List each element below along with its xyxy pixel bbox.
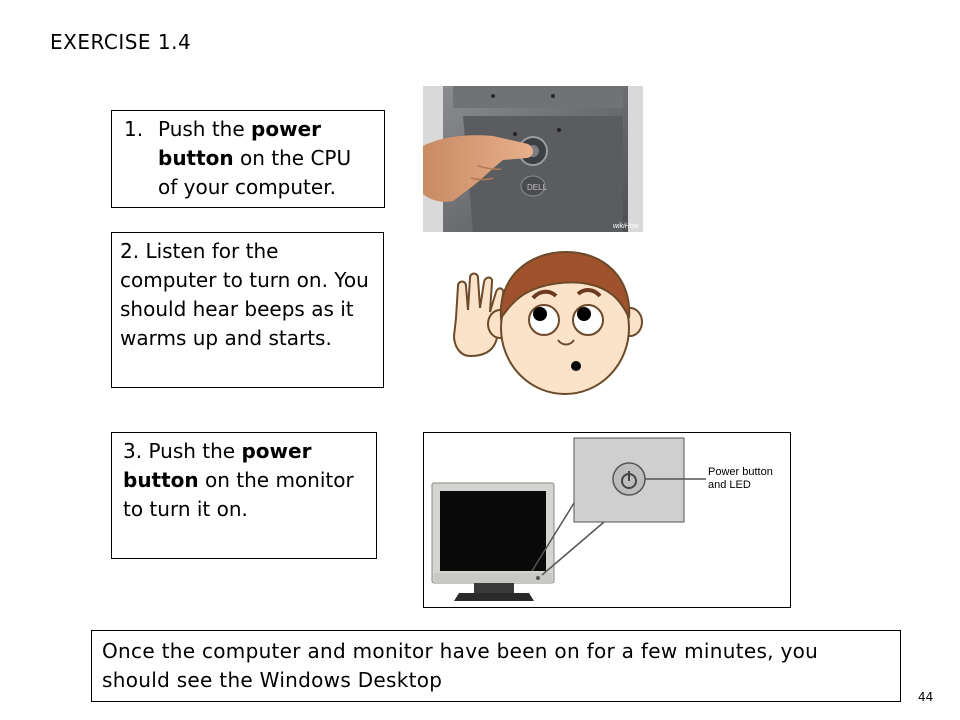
step-3-suffix: on the monitor to turn it on. [123, 468, 354, 521]
step-3-bold: power button [123, 439, 312, 492]
bottom-note-text: Once the computer and monitor have been … [102, 639, 819, 692]
step-2-text: 2. Listen for the computer to turn on. Y… [120, 239, 369, 350]
step-1-bold: power button [158, 117, 321, 170]
step-3-box: 3. Push the power button on the monitor … [111, 432, 377, 559]
step-1-suffix: on the CPU of your computer. [158, 146, 352, 199]
cpu-photo-illustration: DELL wikiHow [423, 86, 643, 232]
monitor-photo-illustration: Power button and LED [431, 437, 773, 601]
step-1-prefix: Push the [158, 117, 252, 141]
step-1-box: 1. Push the power button on the CPU of y… [111, 110, 385, 208]
step-1-text: Push the power button on the CPU of your… [158, 115, 376, 202]
bottom-note-box: Once the computer and monitor have been … [91, 630, 901, 702]
monitor-power-button-photo: Power button and LED [423, 432, 791, 608]
cartoon-face-svg [452, 250, 643, 395]
page-number: 44 [918, 690, 934, 704]
svg-text:DELL: DELL [527, 183, 548, 192]
exercise-title: EXERCISE 1.4 [50, 30, 192, 54]
monitor-callout-line-1: Power button [708, 466, 773, 478]
svg-text:wikiHow: wikiHow [613, 223, 640, 230]
cpu-power-button-photo: DELL wikiHow [423, 86, 643, 232]
monitor-callout-line-2: and LED [708, 479, 751, 491]
step-1-number: 1. [124, 117, 144, 141]
step-2-box: 2. Listen for the computer to turn on. Y… [111, 232, 384, 388]
listening-face-illustration [448, 248, 648, 398]
step-3-prefix: 3. Push the [123, 439, 242, 463]
